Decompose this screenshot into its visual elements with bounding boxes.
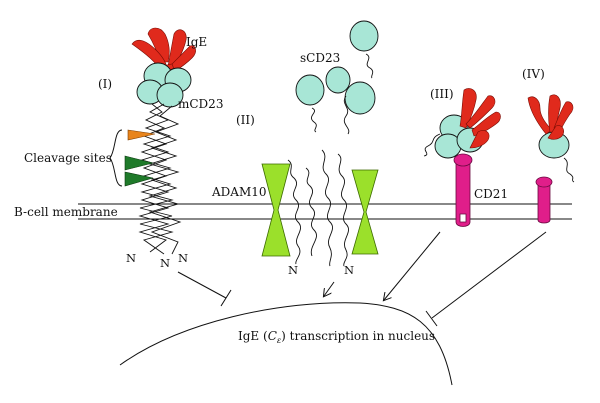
inhibition-bar-1 <box>220 289 232 307</box>
cleavage-site-green-2-icon <box>124 171 154 187</box>
adam10-right-icon <box>351 169 379 255</box>
nucleus-label: IgE (Cε) transcription in nucleus <box>238 329 435 345</box>
mcd23-label: mCD23 <box>178 97 223 111</box>
cleavage-brace <box>109 129 123 187</box>
activation-arrow-2 <box>324 281 335 296</box>
membrane-stubs <box>287 149 349 267</box>
n-terminus-1b: N <box>160 256 170 270</box>
inhibition-line-4 <box>431 231 547 319</box>
cd21-receptor-3 <box>453 153 473 227</box>
n-terminus-2a: N <box>288 263 298 277</box>
adam10-left-icon <box>261 163 291 257</box>
mcd23-lectin-heads <box>136 62 192 108</box>
stage-1-label: (I) <box>98 77 112 91</box>
cd21-label: CD21 <box>474 187 508 201</box>
cd21-receptor-4 <box>535 176 553 224</box>
activation-arrow-3 <box>384 231 441 300</box>
ige-label: IgE <box>186 35 207 49</box>
n-terminus-2b: N <box>344 263 354 277</box>
n-terminus-1a: N <box>126 251 136 265</box>
stage-4-label: (IV) <box>522 67 545 81</box>
nucleus-outline <box>119 302 453 386</box>
inhibition-bar-4 <box>425 310 438 327</box>
scd23-fragments <box>295 20 379 135</box>
scd23-label: sCD23 <box>300 51 340 65</box>
cleavage-sites-label: Cleavage sites <box>24 151 112 165</box>
cd23-ige-complex-4 <box>527 94 575 183</box>
cleavage-site-orange-icon <box>127 129 156 141</box>
membrane-label: B-cell membrane <box>14 205 118 219</box>
n-terminus-1c: N <box>178 251 188 265</box>
cleavage-site-green-1-icon <box>124 155 154 171</box>
cleavage-sites <box>109 129 156 187</box>
adam10-label: ADAM10 <box>211 185 267 199</box>
stage-2-label: (II) <box>236 113 255 127</box>
inhibition-line-1 <box>177 271 227 299</box>
stage-3-label: (III) <box>430 87 454 101</box>
cd23-ige-complex-3 <box>423 88 501 159</box>
